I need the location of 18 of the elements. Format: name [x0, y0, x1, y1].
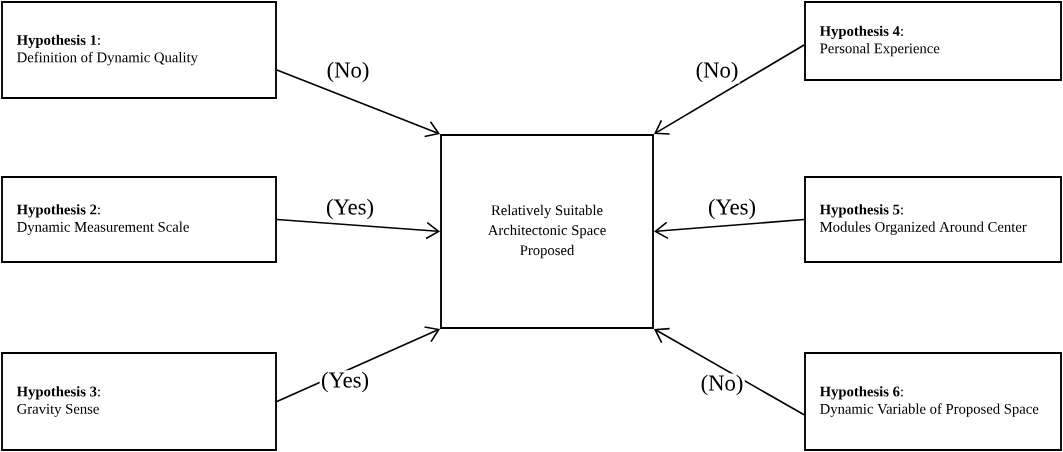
edge-label: (No): [694, 60, 740, 84]
hypothesis-box: Hypothesis 6: Dynamic Variable of Proposed Space: [804, 352, 1062, 451]
edge-label: (Yes): [319, 370, 371, 394]
hypothesis-box: Hypothesis 4: Personal Experience: [804, 1, 1062, 81]
arrow: [276, 218, 441, 240]
edge-label: (No): [699, 373, 745, 397]
edge-label: (No): [325, 60, 371, 84]
hypothesis-box: Hypothesis 1: Definition of Dynamic Quality: [1, 1, 277, 99]
edge-label: (Yes): [324, 197, 376, 221]
arrow: [653, 327, 805, 416]
hypothesis-box: Hypothesis 2: Dynamic Measurement Scale: [1, 176, 277, 263]
hypothesis-box: Hypothesis 5: Modules Organized Around Center: [804, 176, 1062, 263]
result-box: Relatively Suitable Architectonic Space Proposed: [440, 134, 654, 329]
arrow: [653, 44, 805, 135]
arrow: [653, 218, 805, 240]
arrow: [276, 69, 441, 138]
edge-label: (Yes): [706, 197, 758, 221]
hypothesis-box: Hypothesis 3: Gravity Sense: [1, 352, 277, 451]
